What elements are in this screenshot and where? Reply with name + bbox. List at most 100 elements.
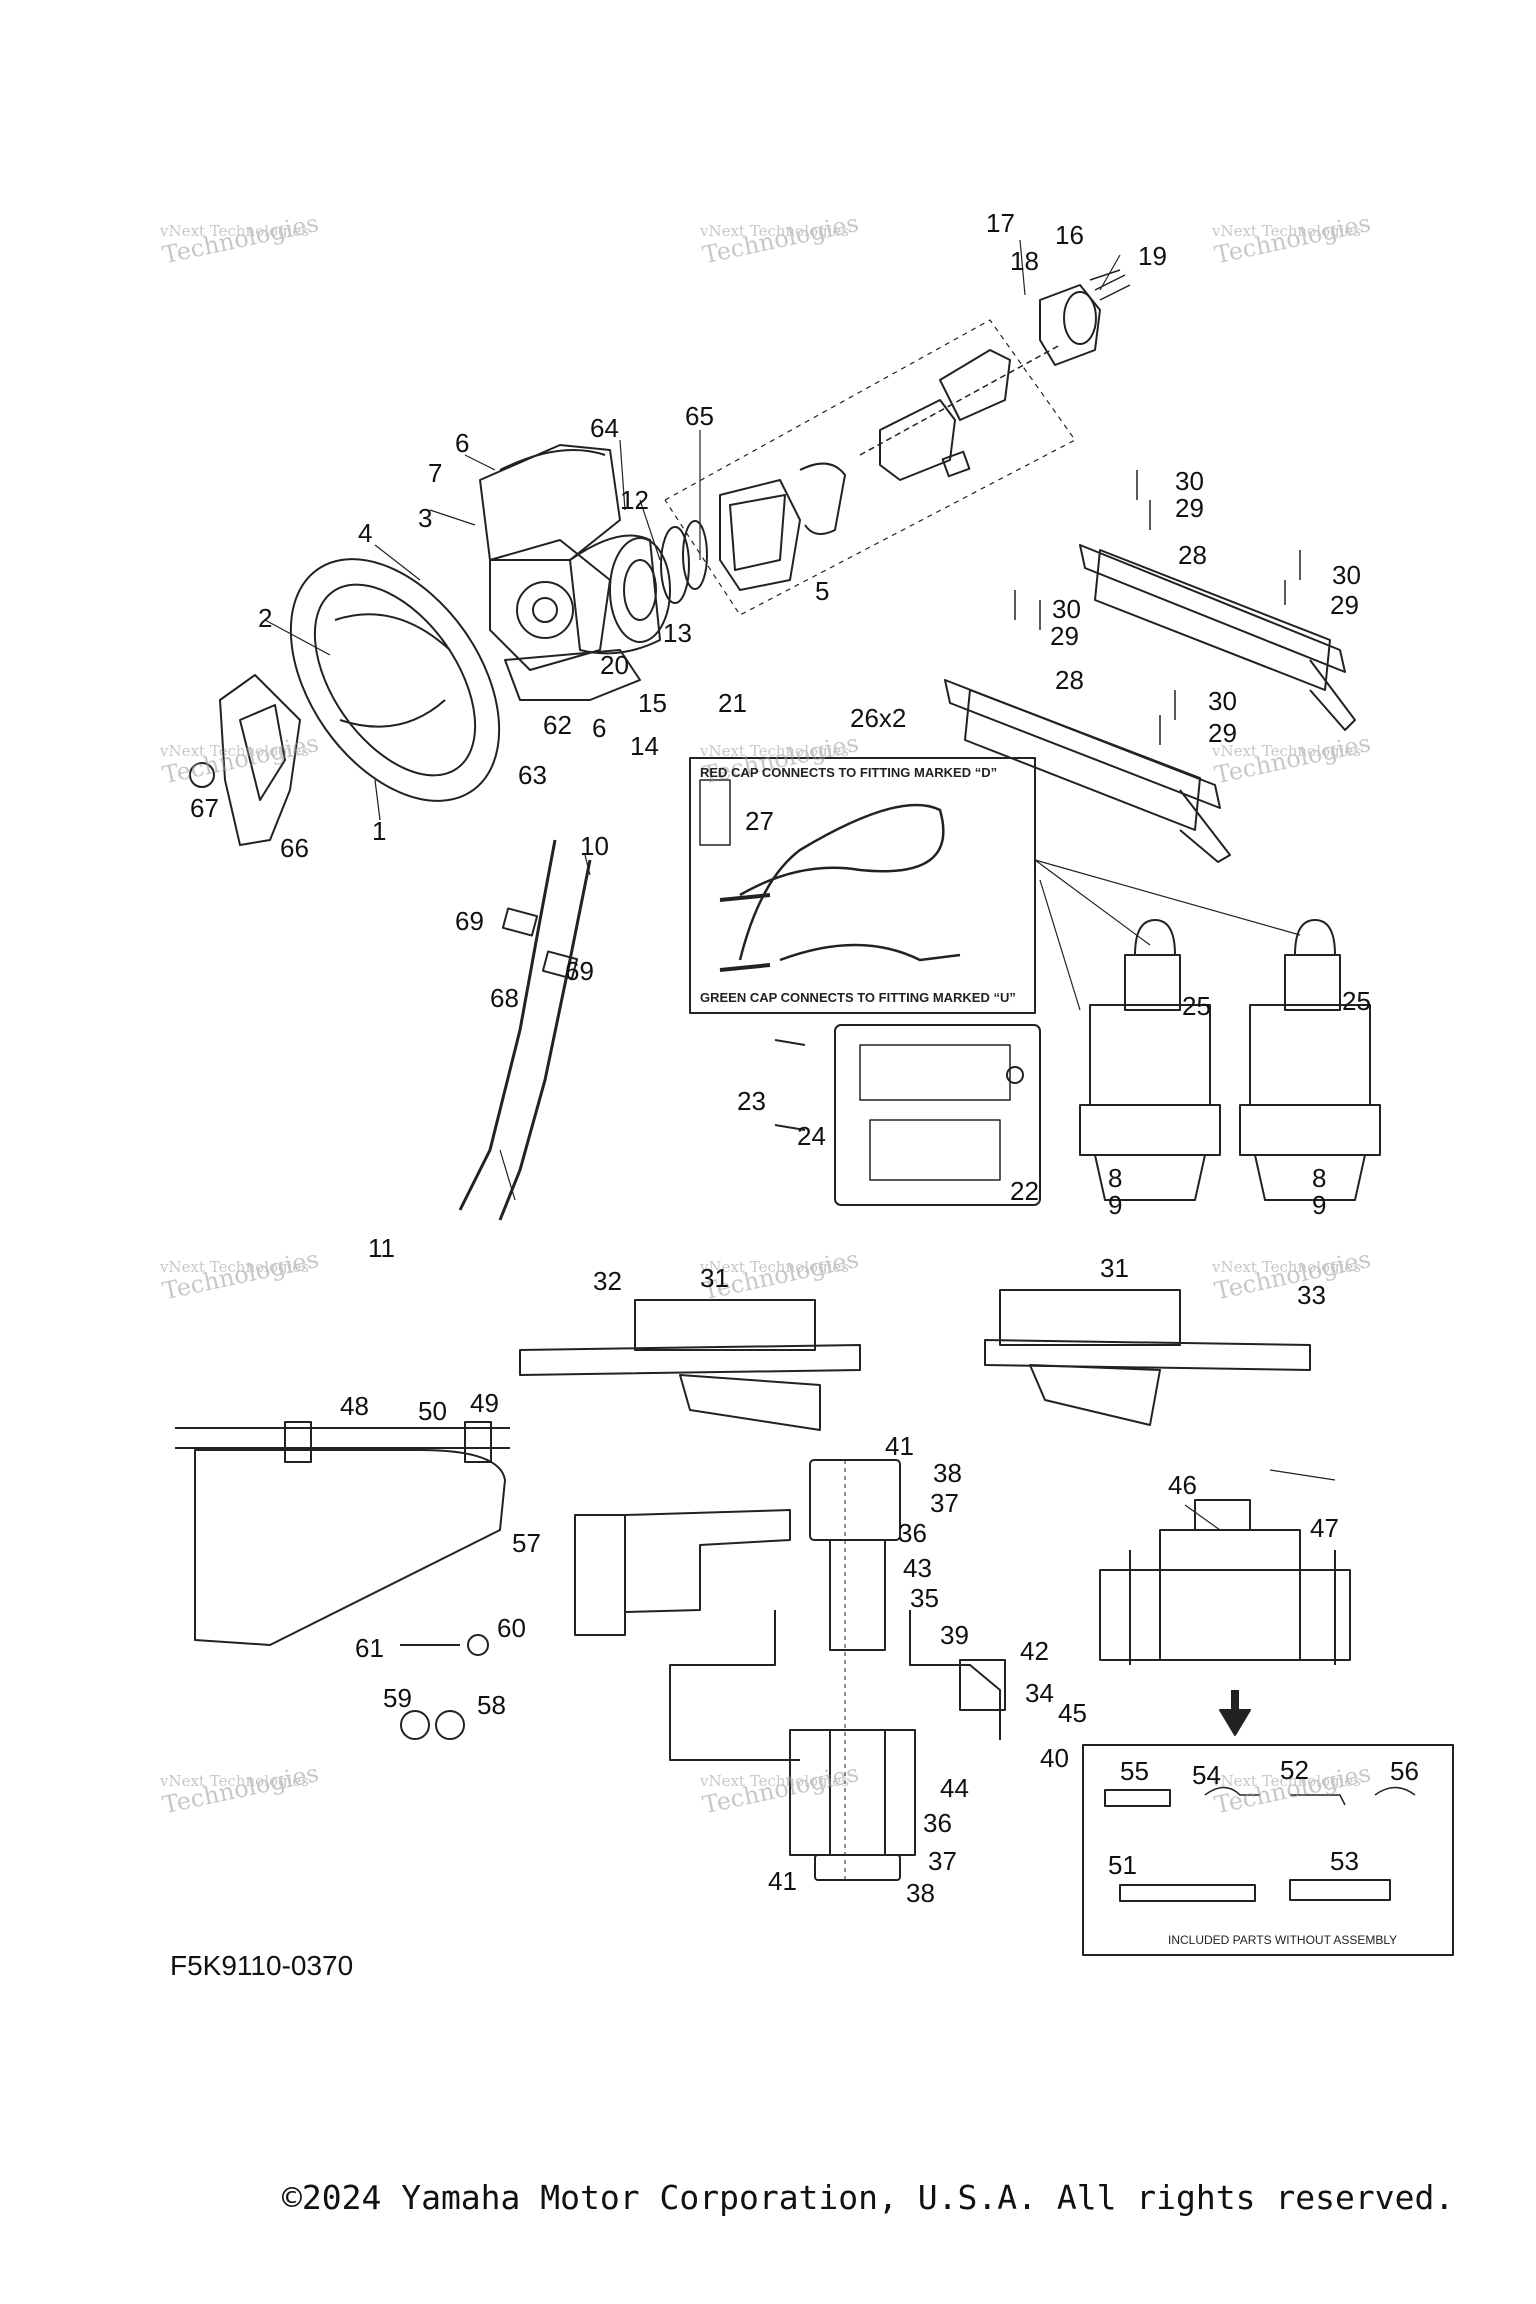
callout-29-d: 29 (1208, 718, 1237, 748)
callout-66: 66 (280, 833, 309, 863)
callout-46: 46 (1168, 1470, 1197, 1500)
callout-37-bottom: 37 (928, 1846, 957, 1876)
callout-63: 63 (518, 760, 547, 790)
callout-67: 67 (190, 793, 219, 823)
callout-29-b: 29 (1330, 590, 1359, 620)
callout-57: 57 (512, 1528, 541, 1558)
callout-12: 12 (620, 485, 649, 515)
callout-8-right: 8 (1312, 1163, 1327, 1193)
callout-59: 59 (383, 1683, 412, 1713)
callout-20: 20 (600, 650, 629, 680)
copyright-notice: ©2024 Yamaha Motor Corporation, U.S.A. A… (282, 2178, 1455, 2217)
callout-36-bottom: 36 (923, 1808, 952, 1838)
callout-69-left: 69 (455, 906, 484, 936)
callout-30-c: 30 (1052, 594, 1081, 624)
callout-52: 52 (1280, 1755, 1309, 1785)
included-parts-note: INCLUDED PARTS WITHOUT ASSEMBLY (1168, 1933, 1398, 1947)
steering-wheel-assembly (189, 269, 1131, 846)
callout-55: 55 (1120, 1756, 1149, 1786)
green-cap-note: GREEN CAP CONNECTS TO FITTING MARKED “U” (700, 990, 1016, 1005)
callout-50: 50 (418, 1396, 447, 1426)
callout-6-top: 6 (455, 428, 470, 458)
callout-54: 54 (1192, 1760, 1221, 1790)
callout-26: 26x2 (850, 703, 907, 733)
callout-9-right: 9 (1312, 1190, 1327, 1220)
callout-61: 61 (355, 1633, 384, 1663)
callout-40: 40 (1040, 1743, 1069, 1773)
callout-25-right: 25 (1342, 986, 1371, 1016)
red-cap-note: RED CAP CONNECTS TO FITTING MARKED “D” (700, 765, 998, 780)
callout-15: 15 (638, 688, 667, 718)
control-module (774, 1024, 1041, 1206)
callout-36-top: 36 (898, 1518, 927, 1548)
steering-cables (458, 839, 592, 1221)
callout-22: 22 (1010, 1176, 1039, 1206)
callout-17: 17 (986, 208, 1015, 238)
callout-56: 56 (1390, 1756, 1419, 1786)
callout-3: 3 (418, 503, 433, 533)
callout-29-c: 29 (1050, 621, 1079, 651)
callout-4: 4 (358, 518, 373, 548)
callout-21: 21 (718, 688, 747, 718)
callout-41-top: 41 (885, 1431, 914, 1461)
callout-44: 44 (940, 1773, 969, 1803)
callout-39: 39 (940, 1620, 969, 1650)
callout-53: 53 (1330, 1846, 1359, 1876)
callout-47: 47 (1310, 1513, 1339, 1543)
callout-35: 35 (910, 1583, 939, 1613)
callout-45: 45 (1058, 1698, 1087, 1728)
bracket-assemblies (519, 1289, 1311, 1431)
callout-8-left: 8 (1108, 1163, 1123, 1193)
callout-11: 11 (368, 1233, 395, 1263)
callout-14: 14 (630, 731, 659, 761)
steering-arm-detail (574, 1459, 1006, 1881)
callout-25-left: 25 (1182, 991, 1211, 1021)
callout-27: 27 (745, 806, 774, 836)
callout-28-top: 28 (1178, 540, 1207, 570)
callout-29-a: 29 (1175, 493, 1204, 523)
callout-10: 10 (580, 831, 609, 861)
callout-23: 23 (737, 1086, 766, 1116)
callout-51: 51 (1108, 1850, 1137, 1880)
callout-5: 5 (815, 576, 830, 606)
callout-42: 42 (1020, 1636, 1049, 1666)
callout-68: 68 (490, 983, 519, 1013)
pump-units (1034, 859, 1381, 1201)
callout-16: 16 (1055, 220, 1084, 250)
callout-19: 19 (1138, 241, 1167, 271)
callout-2: 2 (258, 603, 273, 633)
callout-38-bottom: 38 (906, 1878, 935, 1908)
callout-24: 24 (797, 1121, 826, 1151)
callout-7: 7 (428, 458, 443, 488)
callout-41-bottom: 41 (768, 1866, 797, 1896)
callout-13: 13 (663, 618, 692, 648)
included-parts-box (1082, 1744, 1454, 1956)
callout-32: 32 (593, 1266, 622, 1296)
callout-37-top: 37 (930, 1488, 959, 1518)
callout-64: 64 (590, 413, 619, 443)
callout-38-top: 38 (933, 1458, 962, 1488)
callout-34: 34 (1025, 1678, 1054, 1708)
callout-30-a: 30 (1175, 466, 1204, 496)
hose-kit-box (689, 757, 1036, 1014)
callout-69-right: 69 (565, 956, 594, 986)
part-code: F5K9110-0370 (170, 1950, 354, 1981)
callout-1: 1 (372, 816, 387, 846)
callout-58: 58 (477, 1690, 506, 1720)
callout-65: 65 (685, 401, 714, 431)
callout-9-left: 9 (1108, 1190, 1123, 1220)
callout-6-bottom: 6 (592, 713, 607, 743)
cylinder-rails (944, 470, 1356, 863)
callout-62: 62 (543, 710, 572, 740)
callout-60: 60 (497, 1613, 526, 1643)
callout-49: 49 (470, 1388, 499, 1418)
callout-33: 33 (1297, 1280, 1326, 1310)
callout-31-left: 31 (700, 1263, 729, 1293)
callout-18: 18 (1010, 246, 1039, 276)
callout-30-b: 30 (1332, 560, 1361, 590)
mounting-bracket (1099, 1499, 1351, 1736)
callout-31-right: 31 (1100, 1253, 1129, 1283)
callout-28-bottom: 28 (1055, 665, 1084, 695)
